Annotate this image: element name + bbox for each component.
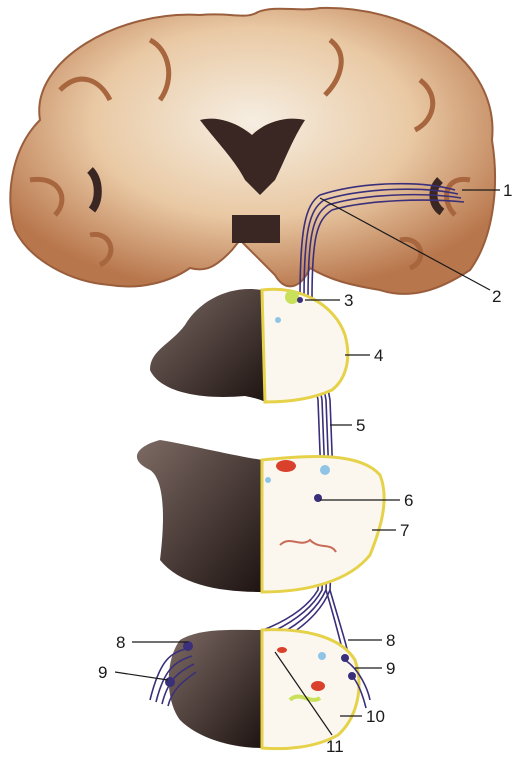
label-9-left: 9 — [98, 663, 107, 682]
label-11: 11 — [326, 737, 344, 756]
nucleus-red-pons — [276, 460, 296, 472]
label-3: 3 — [344, 291, 353, 310]
label-10: 10 — [366, 707, 385, 726]
pons-photo-half — [137, 440, 262, 592]
label-6: 6 — [404, 491, 413, 510]
label-8-left: 8 — [116, 633, 125, 652]
label-1: 1 — [503, 181, 512, 200]
nucleus-blue-1 — [275, 317, 281, 323]
tract-neuron-6 — [314, 494, 322, 502]
medulla-drawn-half — [262, 630, 359, 749]
nucleus-blue-pons-2 — [320, 465, 330, 475]
coronal-brain-section — [10, 8, 495, 294]
label-5: 5 — [356, 416, 365, 435]
label-7: 7 — [400, 521, 409, 540]
nucleus-green-1 — [285, 290, 299, 304]
label-2: 2 — [492, 287, 501, 306]
pons-section — [137, 440, 384, 592]
medulla-photo-half — [169, 630, 262, 748]
tract-neuron-3 — [297, 297, 303, 303]
nucleus-blue-medulla — [318, 652, 326, 660]
pons-drawn-half — [262, 456, 384, 592]
third-ventricle — [232, 215, 280, 243]
label-4: 4 — [374, 346, 383, 365]
midbrain-section — [150, 289, 348, 402]
midbrain-photo-half — [150, 289, 265, 402]
medulla-section — [150, 630, 370, 749]
nucleus-red-medulla-2 — [311, 681, 325, 691]
nucleus-red-medulla — [277, 647, 287, 653]
nucleus-blue-pons-1 — [265, 477, 271, 483]
label-9-right: 9 — [386, 659, 395, 678]
neuron-9-left — [165, 677, 175, 687]
label-8-right: 8 — [386, 631, 395, 650]
midbrain-drawn-half — [262, 289, 348, 402]
